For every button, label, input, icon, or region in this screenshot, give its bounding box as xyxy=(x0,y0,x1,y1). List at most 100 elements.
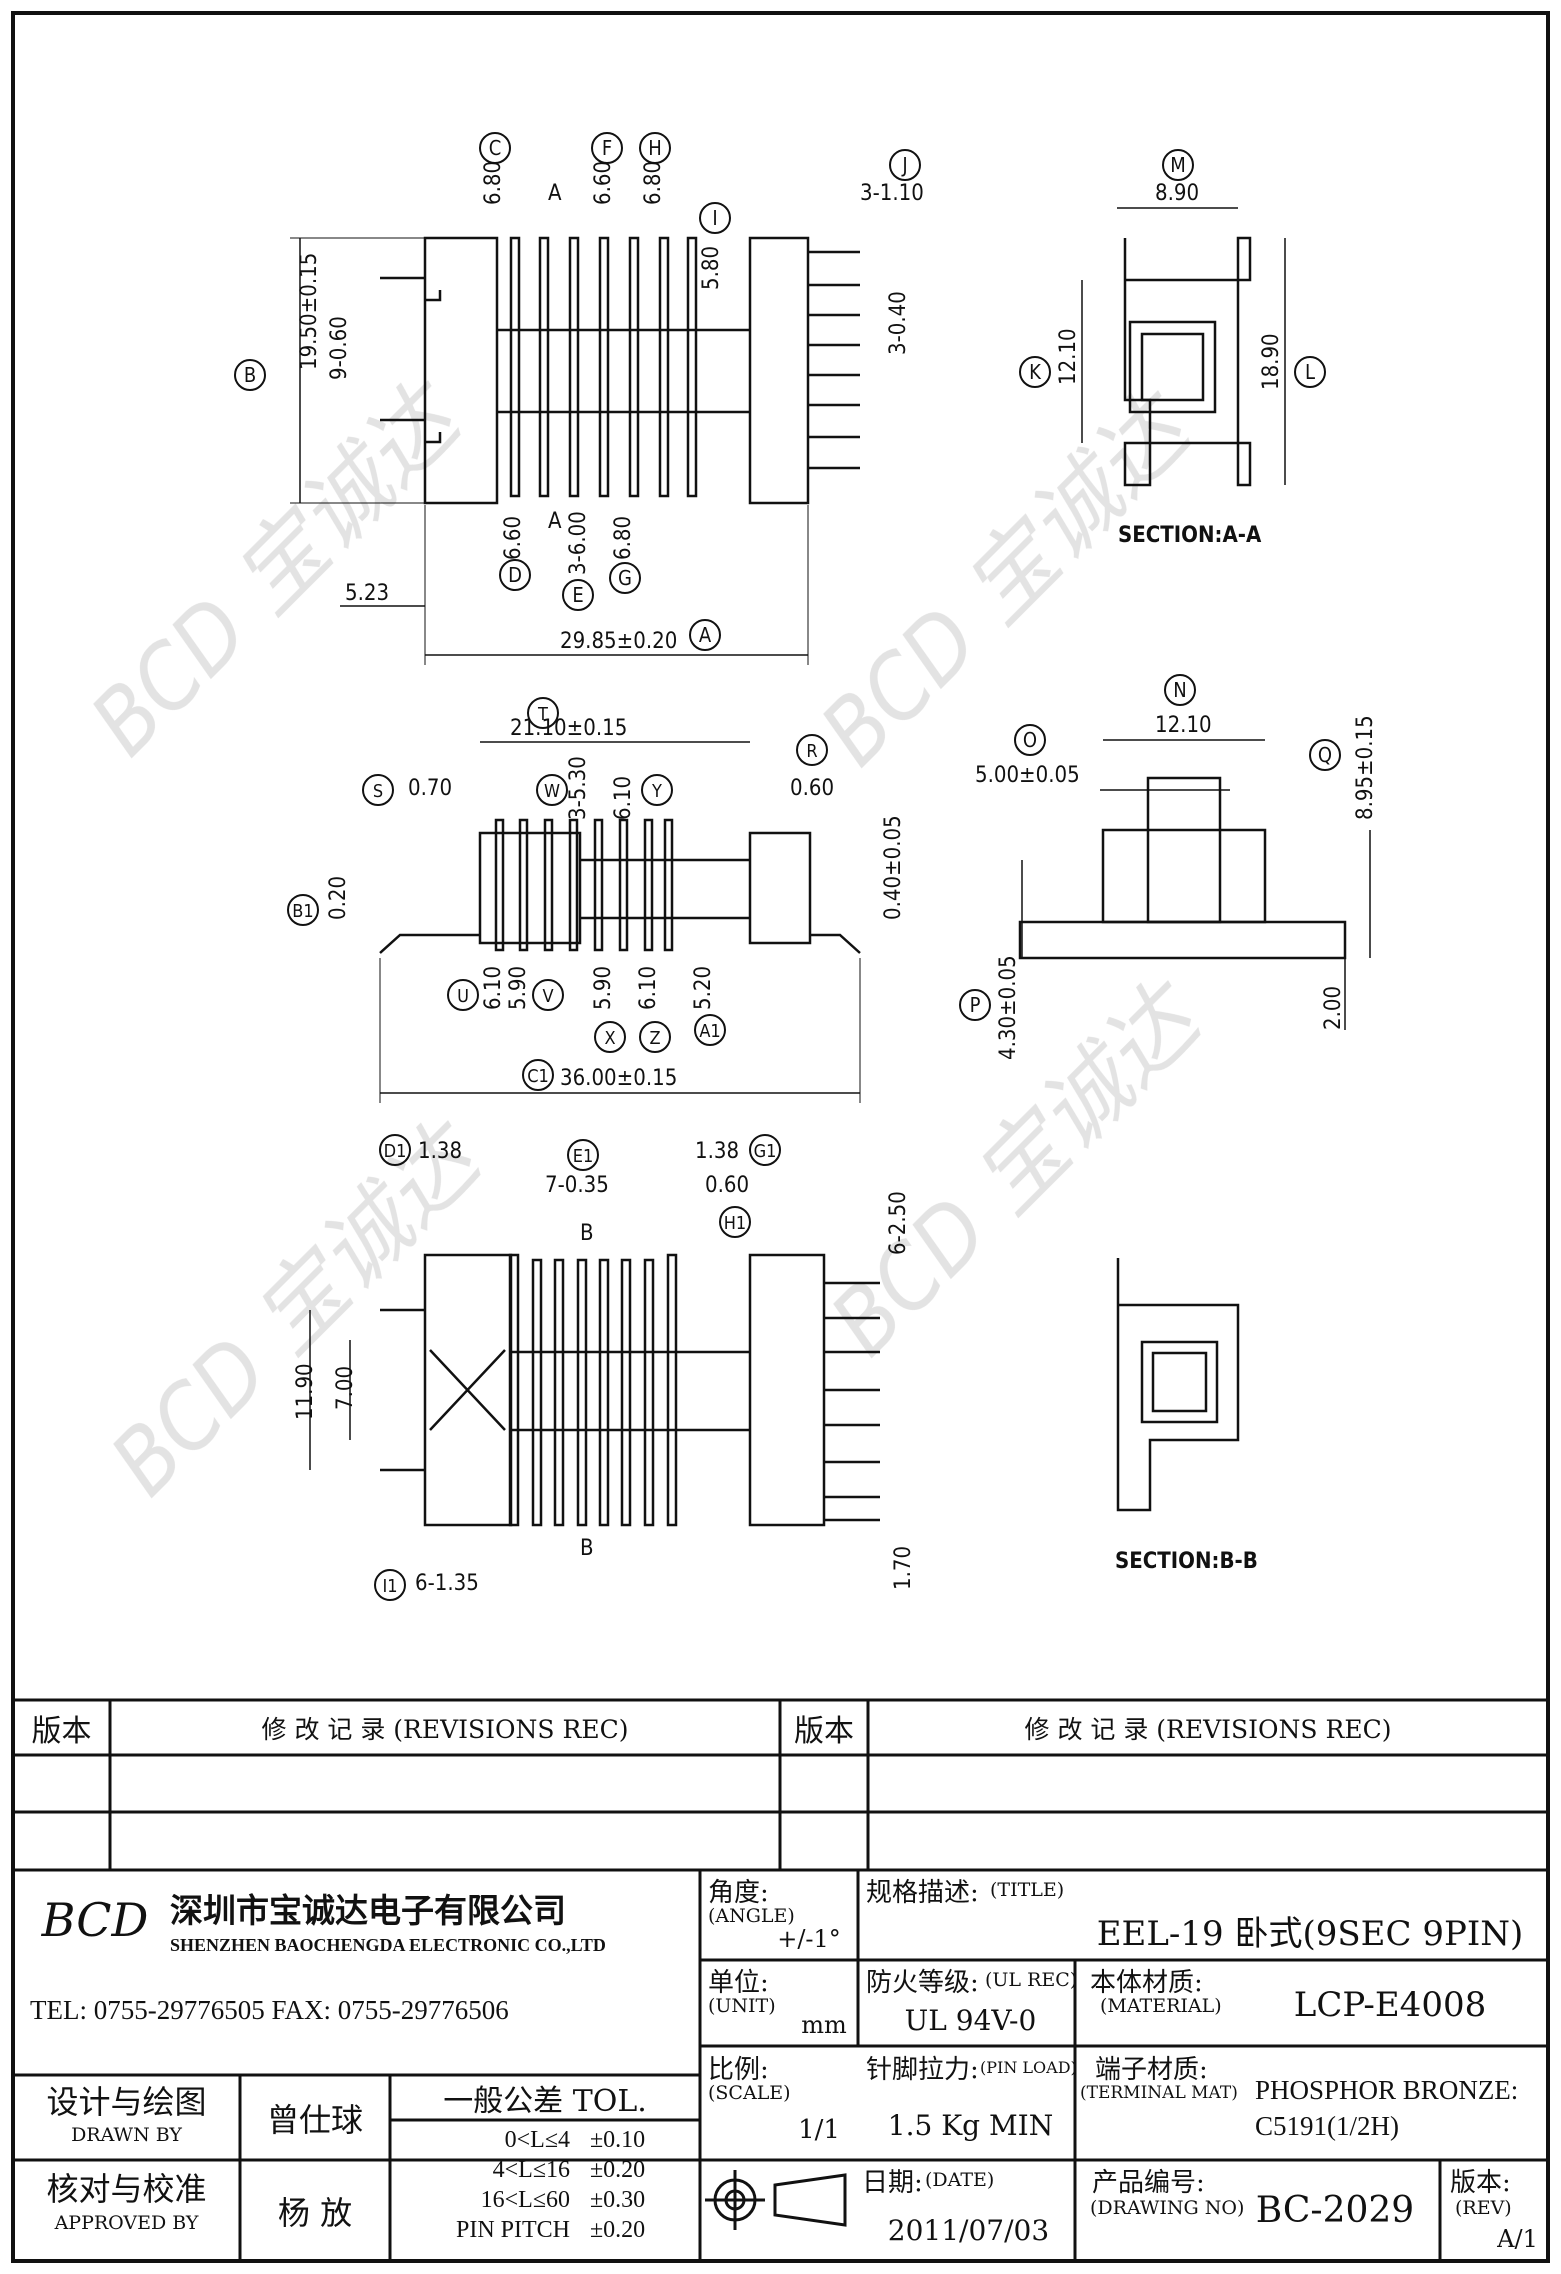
svg-text:5.20: 5.20 xyxy=(691,966,716,1010)
svg-text:6.80: 6.80 xyxy=(611,516,636,560)
title-label: 规格描述: xyxy=(866,1877,979,1908)
rev-value: A/1 xyxy=(1497,2225,1538,2253)
svg-text:F: F xyxy=(602,136,612,160)
company-contact: TEL: 0755-29776505 FAX: 0755-29776506 xyxy=(30,1994,509,2025)
svg-text:0.60: 0.60 xyxy=(790,776,834,801)
pin-load-value: 1.5 Kg MIN xyxy=(887,2108,1054,2142)
tol-row-1-range: 0<L≤4 xyxy=(504,2126,570,2153)
angle-value: +/-1° xyxy=(777,1925,841,1953)
svg-text:SECTION:B-B: SECTION:B-B xyxy=(1115,1549,1258,1574)
svg-text:6.80: 6.80 xyxy=(641,161,666,205)
svg-text:3-5.30: 3-5.30 xyxy=(566,756,591,820)
tol-row-4-value: ±0.20 xyxy=(590,2216,646,2243)
tol-row-3-value: ±0.30 xyxy=(590,2186,646,2213)
drawing-no-value: BC-2029 xyxy=(1255,2189,1415,2231)
svg-text:I: I xyxy=(712,206,717,230)
svg-text:4.30±0.05: 4.30±0.05 xyxy=(996,955,1021,1060)
svg-text:12.10: 12.10 xyxy=(1056,328,1081,385)
scale-label-en: (SCALE) xyxy=(708,2082,791,2104)
approved-value: 杨 放 xyxy=(277,2193,353,2232)
svg-text:B1: B1 xyxy=(292,901,313,922)
tol-row-4-range: PIN PITCH xyxy=(455,2216,570,2243)
svg-text:6-1.35: 6-1.35 xyxy=(415,1571,479,1596)
svg-text:B: B xyxy=(244,363,256,387)
svg-text:5.80: 5.80 xyxy=(699,246,724,290)
svg-text:SECTION:A-A: SECTION:A-A xyxy=(1118,523,1262,548)
top-view xyxy=(290,236,860,665)
top-right-pins xyxy=(808,250,860,470)
drawing-frame xyxy=(11,11,1550,2263)
top-view-labels: 19.50±0.15 9-0.60 5.23 29.85±0.20 6.80 6… xyxy=(297,161,924,654)
title-value: EEL-19 卧式(9SEC 9PIN) xyxy=(1096,1913,1524,1954)
material-label: 本体材质: xyxy=(1090,1967,1203,1998)
ul-value: UL 94V-0 xyxy=(904,2003,1037,2037)
material-value: LCP-E4008 xyxy=(1293,1985,1487,2025)
unit-label-en: (UNIT) xyxy=(708,1995,776,2017)
angle-label: 角度: xyxy=(708,1877,769,1908)
scale-label: 比例: xyxy=(708,2054,769,2085)
pin-load-label: 针脚拉力: xyxy=(866,2054,979,2085)
svg-text:2.00: 2.00 xyxy=(1321,986,1346,1030)
bottom-view xyxy=(309,1253,880,1527)
svg-text:6.10: 6.10 xyxy=(481,966,506,1010)
svg-text:R: R xyxy=(806,741,817,762)
front-flanges xyxy=(494,818,674,952)
svg-text:A1: A1 xyxy=(699,1021,720,1042)
svg-text:5.90: 5.90 xyxy=(506,966,531,1010)
company-logo: BCD xyxy=(41,1893,149,1947)
date-label-en: (DATE) xyxy=(925,2169,995,2191)
svg-text:29.85±0.20: 29.85±0.20 xyxy=(560,629,677,654)
tol-row-2-range: 4<L≤16 xyxy=(492,2156,570,2183)
svg-text:E: E xyxy=(572,583,583,607)
svg-text:C: C xyxy=(489,136,502,160)
drawn-by-label: 设计与绘图 xyxy=(46,2083,207,2121)
svg-text:7.00: 7.00 xyxy=(333,1366,358,1410)
svg-text:5.00±0.05: 5.00±0.05 xyxy=(975,763,1080,788)
svg-text:1.38: 1.38 xyxy=(418,1139,462,1164)
pin-load-label-en: (PIN LOAD) xyxy=(980,2057,1077,2077)
rev-label: 版本: xyxy=(1450,2167,1511,2198)
svg-text:X: X xyxy=(604,1028,615,1049)
bottom-flanges xyxy=(508,1253,678,1527)
terminal-label-en: (TERMINAL MAT) xyxy=(1080,2083,1238,2103)
svg-text:6.60: 6.60 xyxy=(501,516,526,560)
front-view xyxy=(379,741,861,1103)
svg-text:0.40±0.05: 0.40±0.05 xyxy=(881,815,906,920)
drawn-by-label-en: DRAWN BY xyxy=(71,2124,182,2146)
svg-text:6.60: 6.60 xyxy=(591,161,616,205)
unit-value: mm xyxy=(801,2011,847,2039)
svg-text:M: M xyxy=(1170,153,1186,177)
svg-text:E1: E1 xyxy=(573,1146,594,1167)
svg-text:8.95±0.15: 8.95±0.15 xyxy=(1353,715,1378,820)
svg-text:D1: D1 xyxy=(384,1141,407,1162)
svg-text:19.50±0.15: 19.50±0.15 xyxy=(297,253,322,370)
svg-text:S: S xyxy=(373,781,383,802)
svg-text:I1: I1 xyxy=(382,1576,397,1597)
ul-label: 防火等级: xyxy=(866,1967,979,1998)
terminal-label: 端子材质: xyxy=(1095,2054,1208,2085)
tol-row-1-value: ±0.10 xyxy=(590,2126,646,2153)
svg-text:18.90: 18.90 xyxy=(1259,333,1284,390)
approved-label-en: APPROVED BY xyxy=(54,2212,199,2234)
svg-text:0.70: 0.70 xyxy=(408,776,452,801)
svg-text:1.38: 1.38 xyxy=(695,1139,739,1164)
svg-text:8.90: 8.90 xyxy=(1155,181,1199,206)
svg-text:J: J xyxy=(901,153,907,177)
svg-text:36.00±0.15: 36.00±0.15 xyxy=(560,1066,677,1091)
approved-label: 核对与校准 xyxy=(46,2170,207,2208)
svg-text:A: A xyxy=(548,509,562,534)
date-value: 2011/07/03 xyxy=(887,2213,1050,2247)
svg-text:1.70: 1.70 xyxy=(891,1546,916,1590)
section-a-view xyxy=(1081,207,1286,487)
svg-text:9-0.60: 9-0.60 xyxy=(327,316,352,380)
drawing-no-label-en: (DRAWING NO) xyxy=(1090,2197,1245,2219)
svg-text:3-6.00: 3-6.00 xyxy=(566,511,591,575)
rev-header-1: 版本 xyxy=(31,1713,92,1749)
svg-text:L: L xyxy=(1305,360,1315,384)
angle-label-en: (ANGLE) xyxy=(708,1905,795,1927)
svg-text:B: B xyxy=(580,1536,594,1561)
svg-text:C1: C1 xyxy=(527,1066,549,1087)
tol-row-2-value: ±0.20 xyxy=(590,2156,646,2183)
svg-text:K: K xyxy=(1029,360,1042,384)
svg-text:U: U xyxy=(457,986,469,1007)
